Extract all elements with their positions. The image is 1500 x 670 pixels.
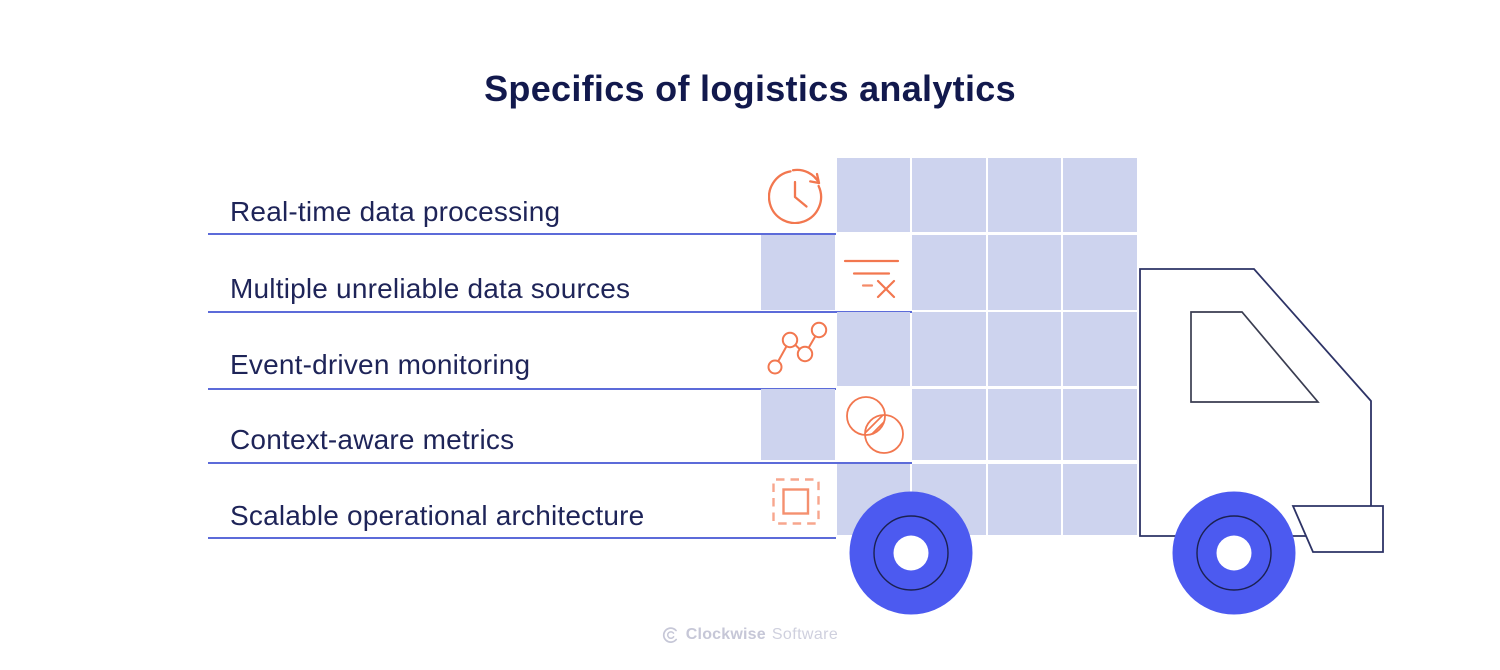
cargo-cell bbox=[1063, 235, 1137, 310]
cargo-cell bbox=[912, 312, 986, 386]
cargo-cell bbox=[836, 158, 910, 232]
item-label-3: Context-aware metrics bbox=[230, 424, 515, 455]
cargo-cell bbox=[987, 158, 1061, 232]
cargo-cell bbox=[1063, 389, 1137, 460]
item-divider-4 bbox=[208, 537, 836, 539]
page-title: Specifics of logistics analytics bbox=[484, 68, 1016, 109]
cargo-cell bbox=[912, 389, 986, 460]
scalable-frame-icon bbox=[771, 477, 821, 532]
clockwise-logo-icon bbox=[662, 627, 677, 643]
cargo-cell bbox=[987, 312, 1061, 386]
node-graph-icon bbox=[750, 312, 835, 387]
cargo-cell bbox=[987, 389, 1061, 460]
item-divider-1 bbox=[208, 311, 912, 313]
item-label-4: Scalable operational architecture bbox=[230, 500, 645, 531]
cargo-cell bbox=[912, 158, 986, 232]
truck-window bbox=[1190, 311, 1320, 403]
brand-suffix: Software bbox=[771, 626, 839, 643]
cargo-cell bbox=[761, 389, 835, 460]
rear-wheel bbox=[1172, 491, 1296, 615]
cargo-cell bbox=[987, 464, 1061, 535]
cargo-cell bbox=[1063, 464, 1137, 535]
truck-bumper bbox=[1291, 505, 1384, 553]
filter-error-icon bbox=[840, 250, 900, 307]
front-wheel bbox=[849, 491, 973, 615]
item-label-2: Event-driven monitoring bbox=[230, 349, 531, 380]
cargo-cell bbox=[1063, 312, 1137, 386]
item-divider-3 bbox=[208, 462, 912, 464]
item-label-1: Multiple unreliable data sources bbox=[230, 273, 631, 304]
item-divider-2 bbox=[208, 388, 836, 390]
cargo-cell bbox=[987, 235, 1061, 310]
clock-arrow-icon bbox=[767, 166, 826, 229]
cargo-cell bbox=[912, 235, 986, 310]
cargo-cell bbox=[1063, 158, 1137, 232]
cargo-cell bbox=[761, 235, 835, 310]
venn-overlap-icon bbox=[845, 395, 905, 460]
brand-name: Clockwise bbox=[685, 626, 766, 643]
footer-brand: Clockwise Software bbox=[0, 622, 1500, 648]
item-divider-0 bbox=[208, 233, 836, 235]
cargo-cell bbox=[836, 312, 910, 386]
item-label-0: Real-time data processing bbox=[230, 196, 561, 227]
